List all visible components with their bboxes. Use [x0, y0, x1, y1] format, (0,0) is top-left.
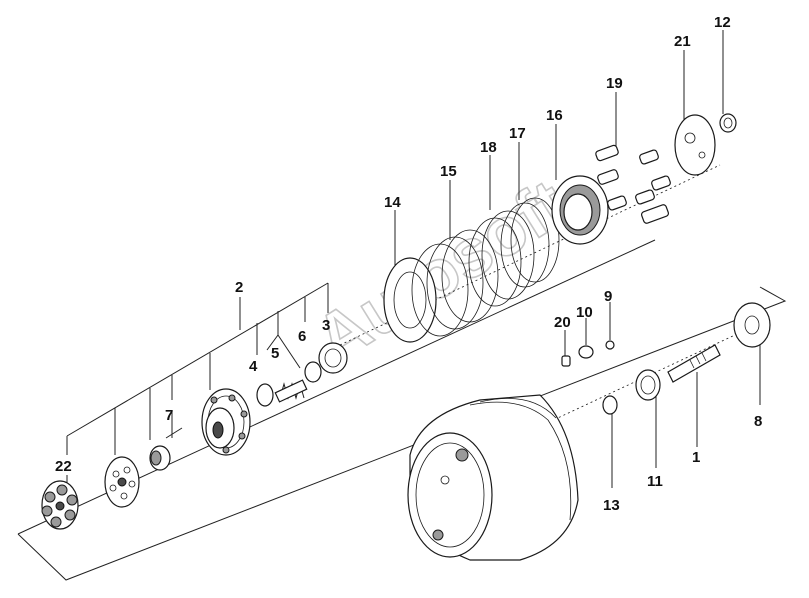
label-13: 13 — [603, 497, 620, 514]
ball-guide — [149, 445, 171, 471]
leader-lines-group-2 — [66, 282, 329, 488]
ring-part-4 — [256, 383, 274, 407]
label-20: 20 — [554, 314, 571, 331]
output-shaft-part-1 — [667, 344, 721, 383]
retainer-plate — [104, 456, 140, 508]
cylinder-block — [201, 388, 251, 456]
label-5: 5 — [271, 345, 279, 362]
label-22: 22 — [55, 458, 72, 475]
label-8: 8 — [754, 413, 762, 430]
spacer-part-6 — [304, 361, 322, 383]
spring-assembly-part-5 — [274, 379, 308, 403]
plug-part-10 — [578, 345, 594, 359]
label-15: 15 — [440, 163, 457, 180]
disc-pack-part-18 — [468, 210, 535, 307]
watermark-text: Autosoft — [303, 165, 580, 378]
part-labels: 1 2 3 4 5 6 7 8 9 10 11 12 13 14 15 16 1… — [55, 14, 762, 514]
label-18: 18 — [480, 139, 497, 156]
label-16: 16 — [546, 107, 563, 124]
label-14: 14 — [384, 194, 401, 211]
label-10: 10 — [576, 304, 593, 321]
flange-part-8 — [733, 302, 771, 348]
disc-plate-part-14 — [383, 257, 437, 343]
label-6: 6 — [298, 328, 306, 345]
ring-part-13 — [602, 395, 618, 415]
label-12: 12 — [714, 14, 731, 31]
pin-part-7 — [165, 427, 183, 439]
label-1: 1 — [692, 449, 700, 466]
valve-plate-part-21 — [674, 114, 716, 176]
brake-piston-part-16 — [551, 175, 609, 245]
label-21: 21 — [674, 33, 691, 50]
label-2: 2 — [235, 279, 243, 296]
main-housing — [407, 394, 579, 561]
label-9: 9 — [604, 288, 612, 305]
bearing-part-11 — [635, 369, 661, 401]
ball-part-9 — [605, 340, 615, 350]
disc-pack-part-17 — [500, 197, 560, 288]
label-7: 7 — [165, 407, 173, 424]
label-19: 19 — [606, 75, 623, 92]
springs-part-19 — [595, 144, 671, 224]
shaft-axis — [499, 334, 736, 446]
label-17: 17 — [509, 125, 526, 142]
label-3: 3 — [322, 317, 330, 334]
piston-cluster-part-22 — [41, 480, 79, 530]
bearing-part-3 — [318, 342, 348, 374]
plug-part-20 — [561, 355, 571, 367]
label-4: 4 — [249, 358, 258, 375]
label-11: 11 — [647, 473, 663, 490]
disc-pack-part-15 — [411, 229, 499, 337]
bearing-part-12 — [719, 113, 737, 133]
